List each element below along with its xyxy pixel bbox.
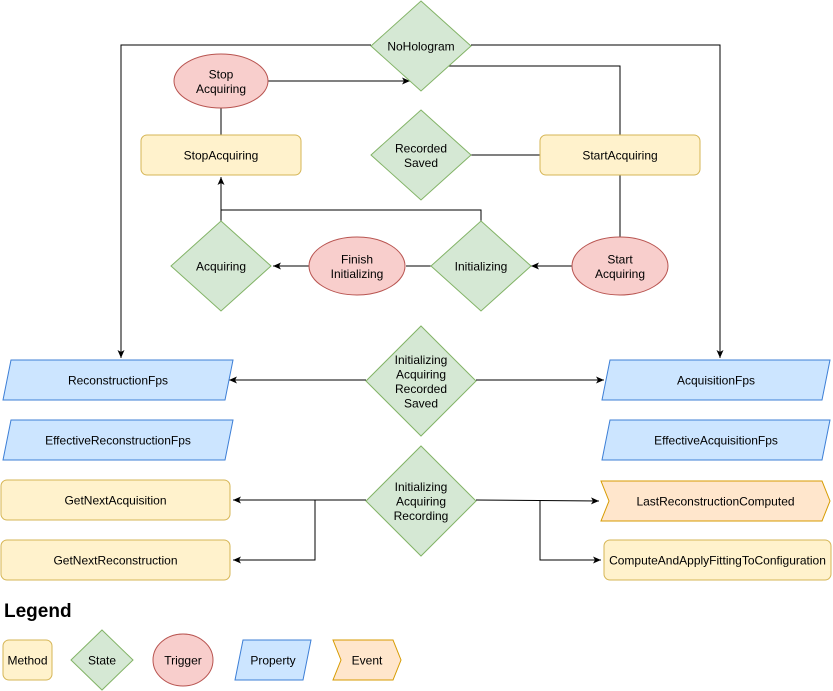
label-finish-initializing-trigger: Finish [341, 252, 373, 266]
label-compute-apply-fitting: ComputeAndApplyFittingToConfiguration [609, 554, 826, 568]
label-init-acq-rec-saved: Acquiring [396, 367, 446, 381]
node-stop-acquiring-trigger: StopAcquiring [173, 53, 269, 109]
legend-state-label: State [88, 654, 116, 668]
edge-nohologram-to-reconstructionfps [117, 44, 371, 358]
shape-stop-acquiring-method [140, 134, 302, 176]
edge-recording-to-computefitting [539, 500, 601, 564]
edge-recording-to-lastreconstruction [475, 497, 600, 505]
label-finish-initializing-trigger: Initializing [331, 267, 384, 281]
label-get-next-reconstruction: GetNextReconstruction [53, 554, 177, 568]
shape-last-reconstruction-computed [600, 480, 831, 522]
label-start-acquiring-trigger: Start [607, 252, 633, 266]
node-get-next-acquisition: GetNextAcquisition [0, 479, 231, 521]
label-init-acq-recording: Recording [394, 509, 449, 523]
node-last-reconstruction-computed: LastReconstructionComputed [600, 480, 831, 522]
node-acquisition-fps: AcquisitionFps [601, 359, 831, 401]
node-effective-acquisition-fps: EffectiveAcquisitionFps [601, 419, 831, 461]
shape-start-acquiring-method [539, 134, 701, 176]
shape-start-acquiring-trigger [571, 236, 669, 296]
label-initializing-state: Initializing [455, 260, 508, 274]
label-init-acq-rec-saved: Saved [404, 396, 438, 410]
shape-effective-reconstruction-fps [2, 419, 234, 461]
label-effective-reconstruction-fps: EffectiveReconstructionFps [45, 434, 191, 448]
legend-event-label: Event [352, 654, 383, 668]
label-recorded-saved: Saved [404, 156, 438, 170]
edge-recording-to-getnextreconstruction [233, 500, 316, 564]
label-recorded-saved: Recorded [395, 141, 447, 155]
label-init-acq-rec-saved: Initializing [395, 353, 448, 367]
node-initializing-state: Initializing [430, 220, 532, 312]
legend-trigger-label: Trigger [164, 654, 202, 668]
shape-init-acq-recording [365, 445, 477, 557]
node-compute-apply-fitting: ComputeAndApplyFittingToConfiguration [603, 539, 832, 581]
edge-initializing-to-stopmethod [217, 177, 482, 237]
shape-no-hologram [370, 0, 472, 92]
shape-compute-apply-fitting [603, 539, 832, 581]
label-stop-acquiring-method: StopAcquiring [184, 149, 259, 163]
legend-title: Legend [4, 601, 72, 622]
node-start-acquiring-method: StartAcquiring [539, 134, 701, 176]
label-reconstruction-fps: ReconstructionFps [68, 374, 168, 388]
legend-property-label: Property [250, 654, 295, 668]
node-acquiring-state: Acquiring [170, 220, 272, 312]
label-start-acquiring-method: StartAcquiring [582, 149, 657, 163]
shape-reconstruction-fps [2, 359, 234, 401]
label-stop-acquiring-trigger: Acquiring [196, 82, 246, 96]
legend-method-label: Method [7, 654, 47, 668]
label-get-next-acquisition: GetNextAcquisition [64, 494, 166, 508]
label-effective-acquisition-fps: EffectiveAcquisitionFps [654, 434, 778, 448]
node-effective-reconstruction-fps: EffectiveReconstructionFps [2, 419, 234, 461]
edge-nohologram-to-startacquiring [447, 65, 621, 135]
legend-event: Event [332, 639, 402, 681]
node-stop-acquiring-method: StopAcquiring [140, 134, 302, 176]
legend-property: Property [234, 639, 312, 681]
legend-trigger: Trigger [152, 633, 214, 687]
label-init-acq-recording: Acquiring [396, 495, 446, 509]
shape-init-acq-rec-saved [365, 325, 477, 437]
edge-nohologram-to-acquisitionfps [471, 44, 724, 358]
node-get-next-reconstruction: GetNextReconstruction [0, 539, 231, 581]
label-init-acq-rec-saved: Recorded [395, 382, 447, 396]
label-acquiring-state: Acquiring [196, 260, 246, 274]
label-stop-acquiring-trigger: Stop [209, 67, 234, 81]
label-init-acq-recording: Initializing [395, 480, 448, 494]
shape-acquisition-fps [601, 359, 831, 401]
legend-method: Method [2, 639, 53, 681]
shape-get-next-acquisition [0, 479, 231, 521]
label-last-reconstruction-computed: LastReconstructionComputed [636, 495, 794, 509]
shape-stop-acquiring-trigger [173, 53, 269, 109]
legend-state: State [70, 629, 134, 691]
shape-acquiring-state [170, 220, 272, 312]
shape-initializing-state [430, 220, 532, 312]
node-start-acquiring-trigger: StartAcquiring [571, 236, 669, 296]
shape-effective-acquisition-fps [601, 419, 831, 461]
label-no-hologram: NoHologram [387, 40, 454, 54]
node-reconstruction-fps: ReconstructionFps [2, 359, 234, 401]
label-start-acquiring-trigger: Acquiring [595, 267, 645, 281]
label-acquisition-fps: AcquisitionFps [677, 374, 755, 388]
shape-recorded-saved [370, 109, 472, 201]
node-no-hologram: NoHologram [370, 0, 472, 92]
shape-finish-initializing-trigger [308, 236, 406, 296]
shape-get-next-reconstruction [0, 539, 231, 581]
